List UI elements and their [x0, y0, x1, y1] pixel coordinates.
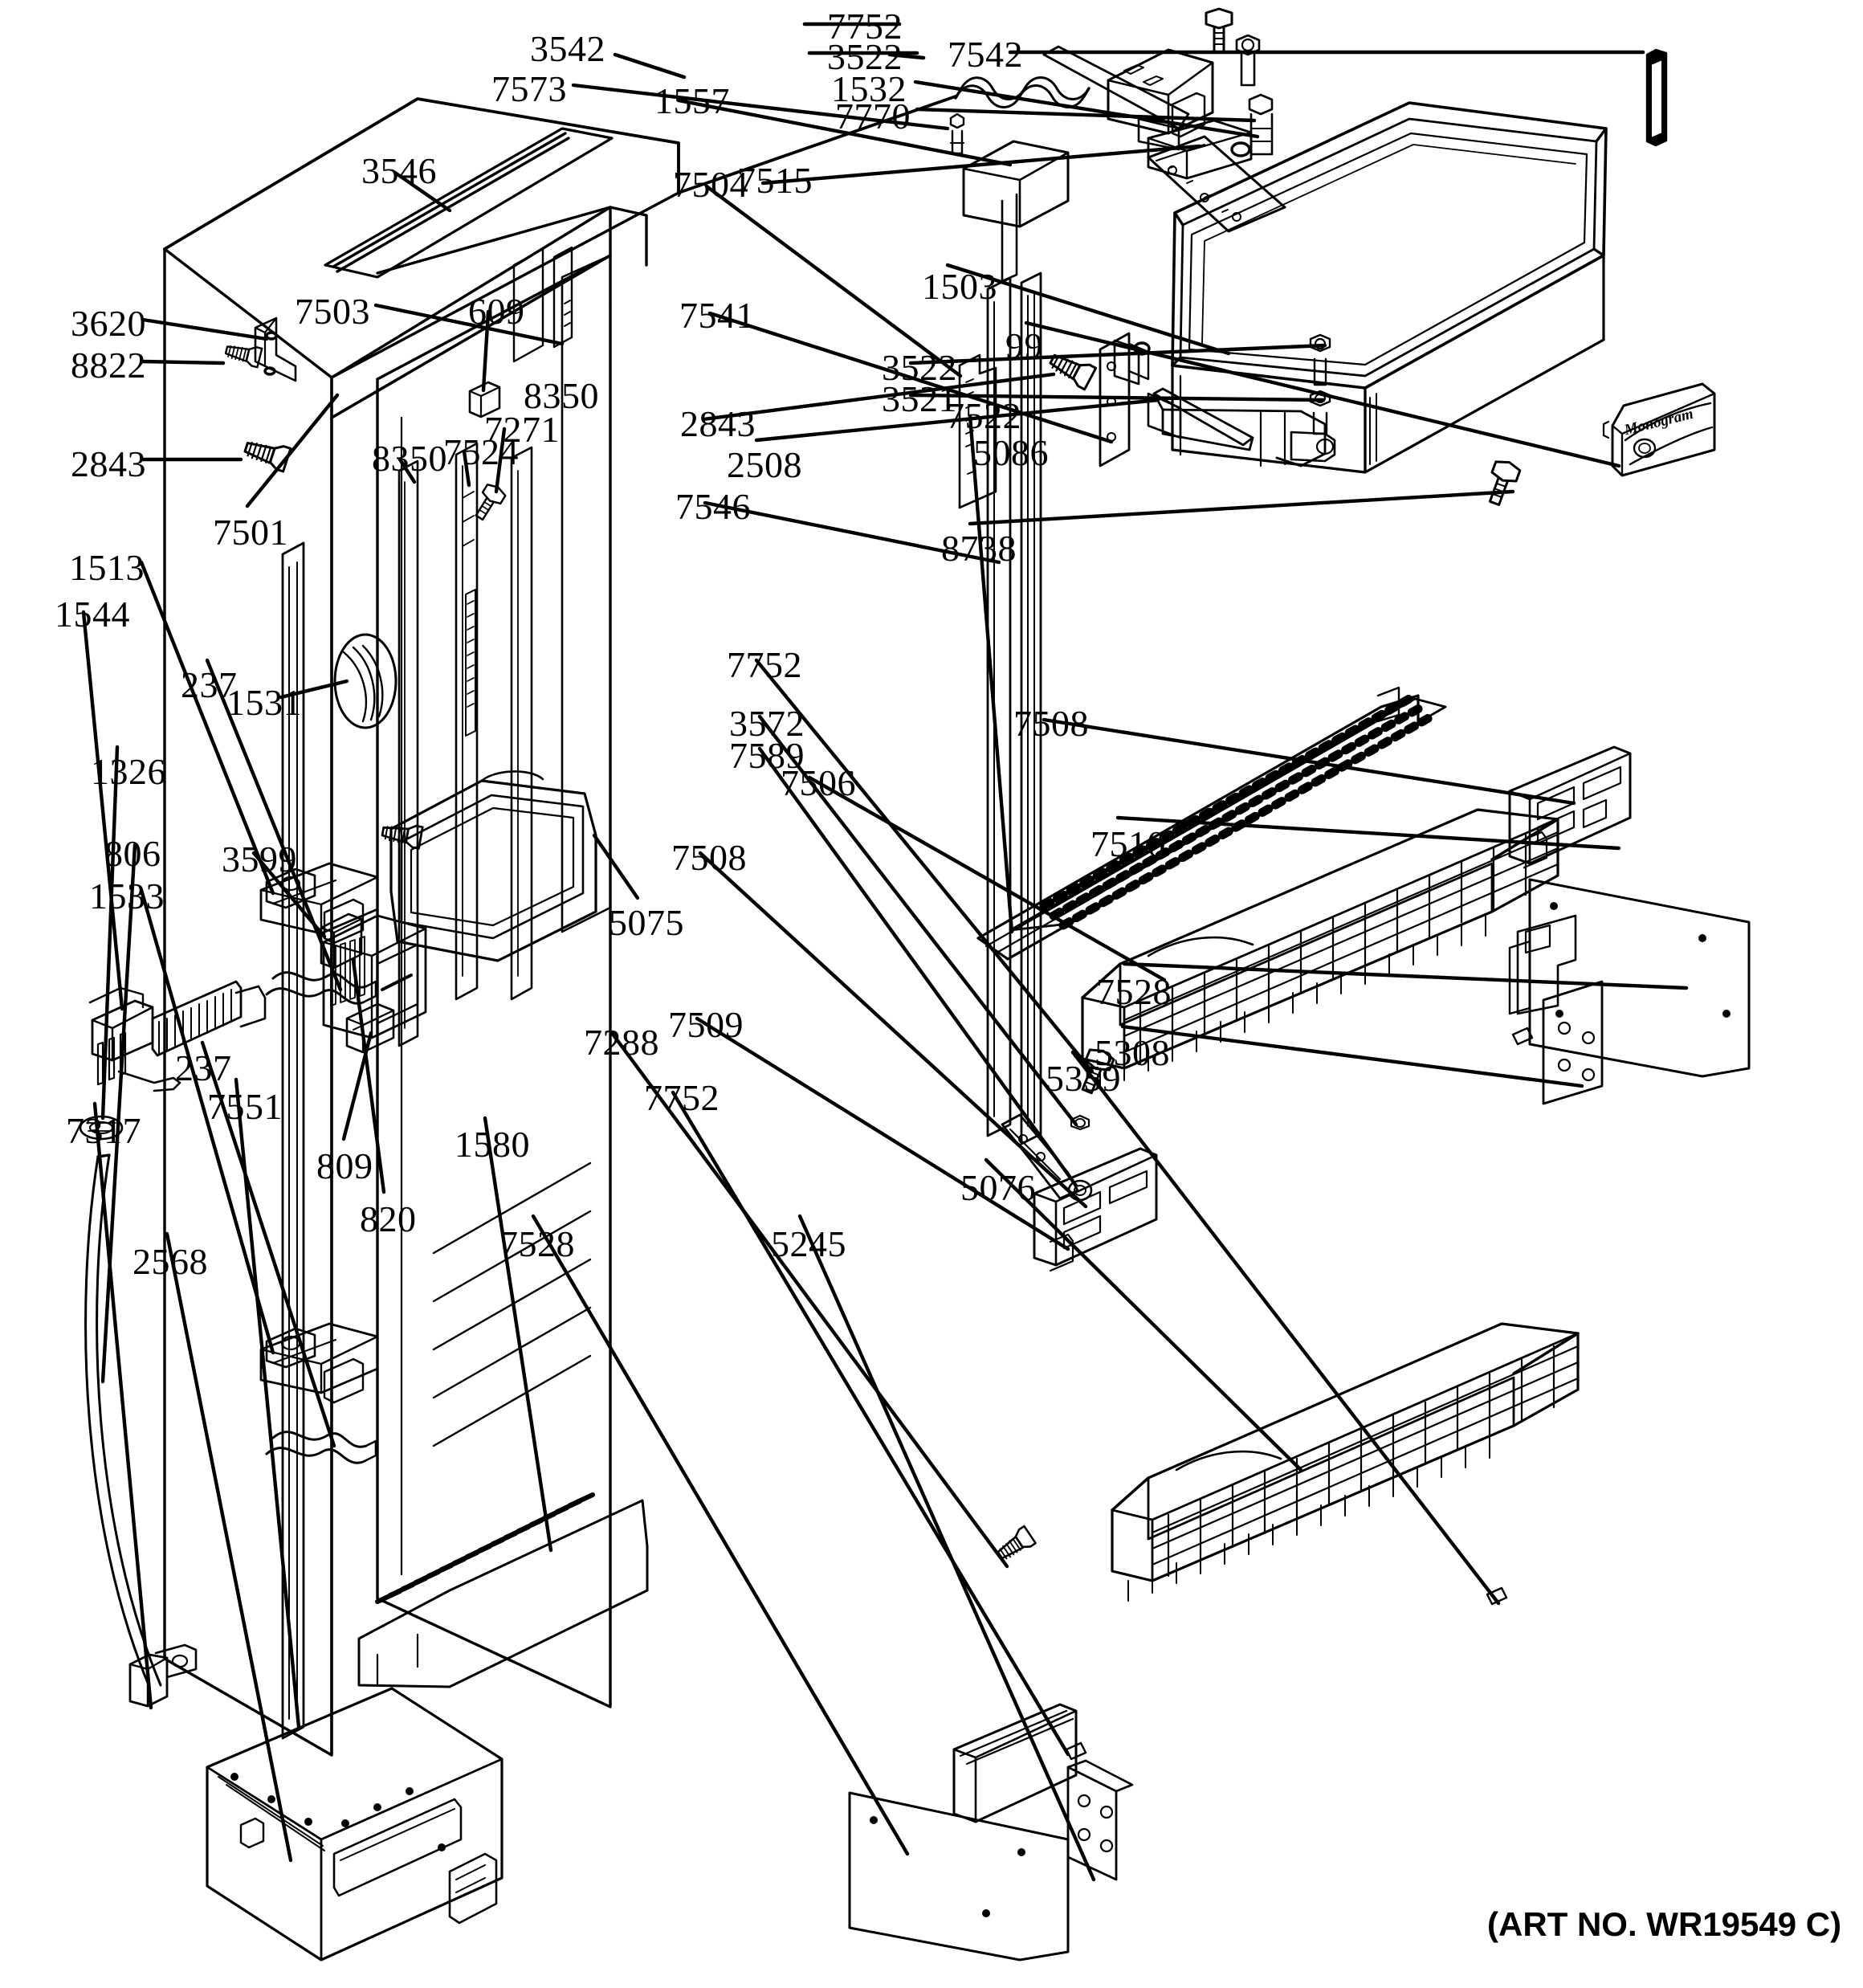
callout-2508: 2508 [727, 444, 802, 485]
callout-7752-low: 7752 [644, 1077, 720, 1118]
callout-5359: 5359 [1046, 1058, 1121, 1099]
callout-609: 609 [468, 291, 525, 332]
callout-237-b: 237 [175, 1047, 232, 1088]
callout-7528-bottom: 7528 [499, 1223, 575, 1264]
callout-99: 99 [1005, 325, 1043, 366]
callout-7770: 7770 [835, 96, 911, 137]
callout-7515: 7515 [737, 160, 813, 201]
callout-7542: 7542 [948, 34, 1023, 75]
callout-3522-top: 3522 [827, 36, 903, 77]
callout-7508-right: 7508 [1013, 703, 1089, 744]
callout-7504: 7504 [673, 164, 748, 205]
callout-2843-mid: 2843 [680, 403, 756, 444]
callout-3522-mid: 3522 [882, 347, 957, 388]
callout-3599: 3599 [222, 839, 297, 880]
callout-7271: 7271 [484, 409, 560, 450]
callout-1326: 1326 [91, 751, 166, 792]
callout-1532: 1532 [831, 68, 907, 109]
callout-3572: 3572 [729, 703, 805, 744]
callout-1533: 1533 [89, 876, 165, 916]
callout-7503: 7503 [295, 291, 370, 332]
callout-820: 820 [360, 1198, 417, 1239]
callout-1544: 1544 [55, 594, 130, 635]
callout-1513: 1513 [69, 547, 145, 588]
callout-7573: 7573 [491, 68, 567, 109]
callout-2843-left: 2843 [71, 443, 146, 484]
callout-5086: 5086 [973, 432, 1049, 473]
callout-2568: 2568 [132, 1241, 208, 1282]
callout-5245: 5245 [771, 1223, 846, 1264]
callout-7501: 7501 [213, 512, 288, 553]
callout-8350-upper: 8350 [524, 375, 599, 416]
callout-7508-left: 7508 [671, 837, 747, 878]
callout-809: 809 [316, 1145, 373, 1186]
callout-7752-mid: 7752 [727, 644, 802, 685]
callout-7546: 7546 [675, 486, 751, 527]
callout-7506: 7506 [781, 762, 856, 803]
callout-7589: 7589 [729, 735, 805, 776]
art-number-label: (ART NO. WR19549 C) [1487, 1905, 1842, 1943]
callout-7752-top: 7752 [827, 6, 903, 47]
callout-5308: 5308 [1095, 1032, 1170, 1073]
callout-7510: 7510 [1090, 823, 1166, 864]
callout-5076: 5076 [960, 1167, 1036, 1208]
callout-806: 806 [104, 833, 161, 874]
callout-237-a: 237 [181, 664, 238, 705]
callout-1580: 1580 [455, 1124, 530, 1165]
callout-3542: 3542 [530, 28, 605, 69]
callout-8738: 8738 [941, 528, 1017, 569]
callout-8822: 8822 [71, 345, 146, 386]
callout-7317: 7317 [66, 1110, 141, 1151]
callout-8350-lower: 8350 [372, 438, 447, 479]
callout-1531: 1531 [226, 682, 302, 723]
callout-3546: 3546 [361, 150, 437, 191]
callout-7524: 7524 [443, 431, 519, 472]
callout-7288: 7288 [584, 1022, 659, 1063]
callout-3521: 3521 [882, 378, 957, 419]
callout-1557: 1557 [654, 80, 730, 121]
callout-7522: 7522 [946, 395, 1021, 436]
callout-1503: 1503 [922, 266, 997, 307]
callout-7551: 7551 [207, 1086, 283, 1127]
callout-7541: 7541 [679, 295, 755, 336]
callout-7509: 7509 [668, 1004, 744, 1045]
callout-5075: 5075 [609, 902, 684, 943]
callout-3620: 3620 [71, 303, 146, 344]
callout-7528-right: 7528 [1096, 971, 1172, 1012]
